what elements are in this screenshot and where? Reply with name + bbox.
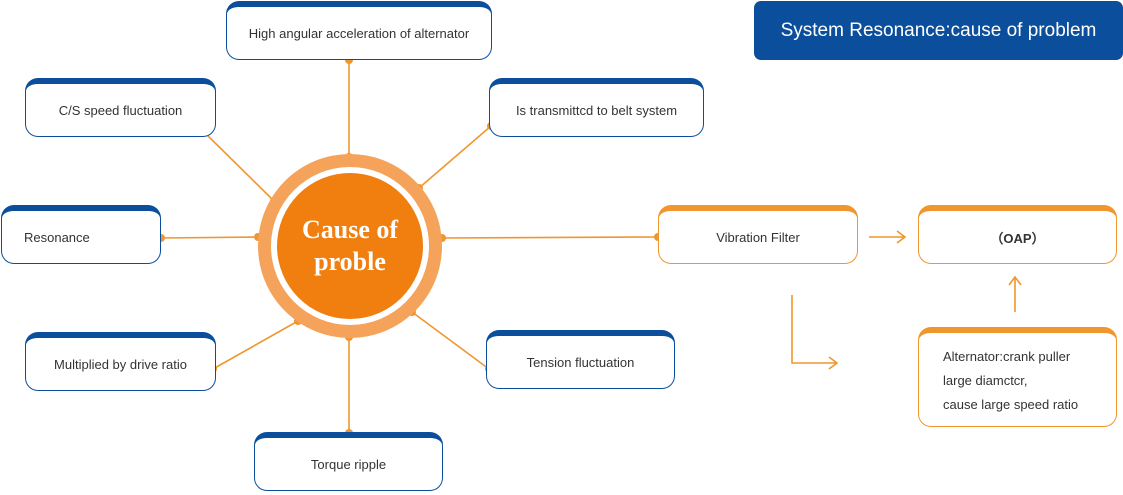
arrow-to-oap (869, 230, 907, 244)
node-transmitted-to-belt: Is transmittcd to belt system (489, 78, 704, 137)
hub-label: Cause of proble (277, 173, 423, 319)
connector-transmitted (418, 125, 492, 189)
arrow-down-right (791, 295, 839, 370)
node-oap: （OAP） (918, 205, 1117, 264)
node-torque-ripple: Torque ripple (254, 432, 443, 491)
connector-multiplied (212, 320, 299, 370)
connector-tension (411, 311, 490, 370)
node-resonance: Resonance (1, 205, 161, 264)
arrow-up-to-oap (1008, 275, 1022, 312)
node-cs-speed-fluctuation: C/S speed fluctuation (25, 78, 216, 137)
node-multiplied-by-drive-ratio: Multiplied by drive ratio (25, 332, 216, 391)
alternator-line-3: cause large speed ratio (943, 397, 1079, 412)
hub-circle: Cause of proble (258, 154, 442, 338)
connector-resonance (160, 236, 259, 239)
connector-cs-speed (203, 131, 275, 202)
connector-vibration-filter (441, 236, 659, 239)
hub-ring: Cause of proble (271, 167, 429, 325)
node-high-angular-acceleration: High angular acceleration of alternator (226, 1, 492, 60)
alternator-line-1: Alternator:crank puller (943, 349, 1071, 364)
alternator-line-2: large diamctcr, (943, 373, 1028, 388)
node-alternator-crank-puller: Alternator:crank puller large diamctcr, … (918, 327, 1117, 427)
diagram-title: System Resonance:cause of problem (754, 1, 1123, 60)
node-vibration-filter: Vibration Filter (658, 205, 858, 264)
node-tension-fluctuation: Tension fluctuation (486, 330, 675, 389)
